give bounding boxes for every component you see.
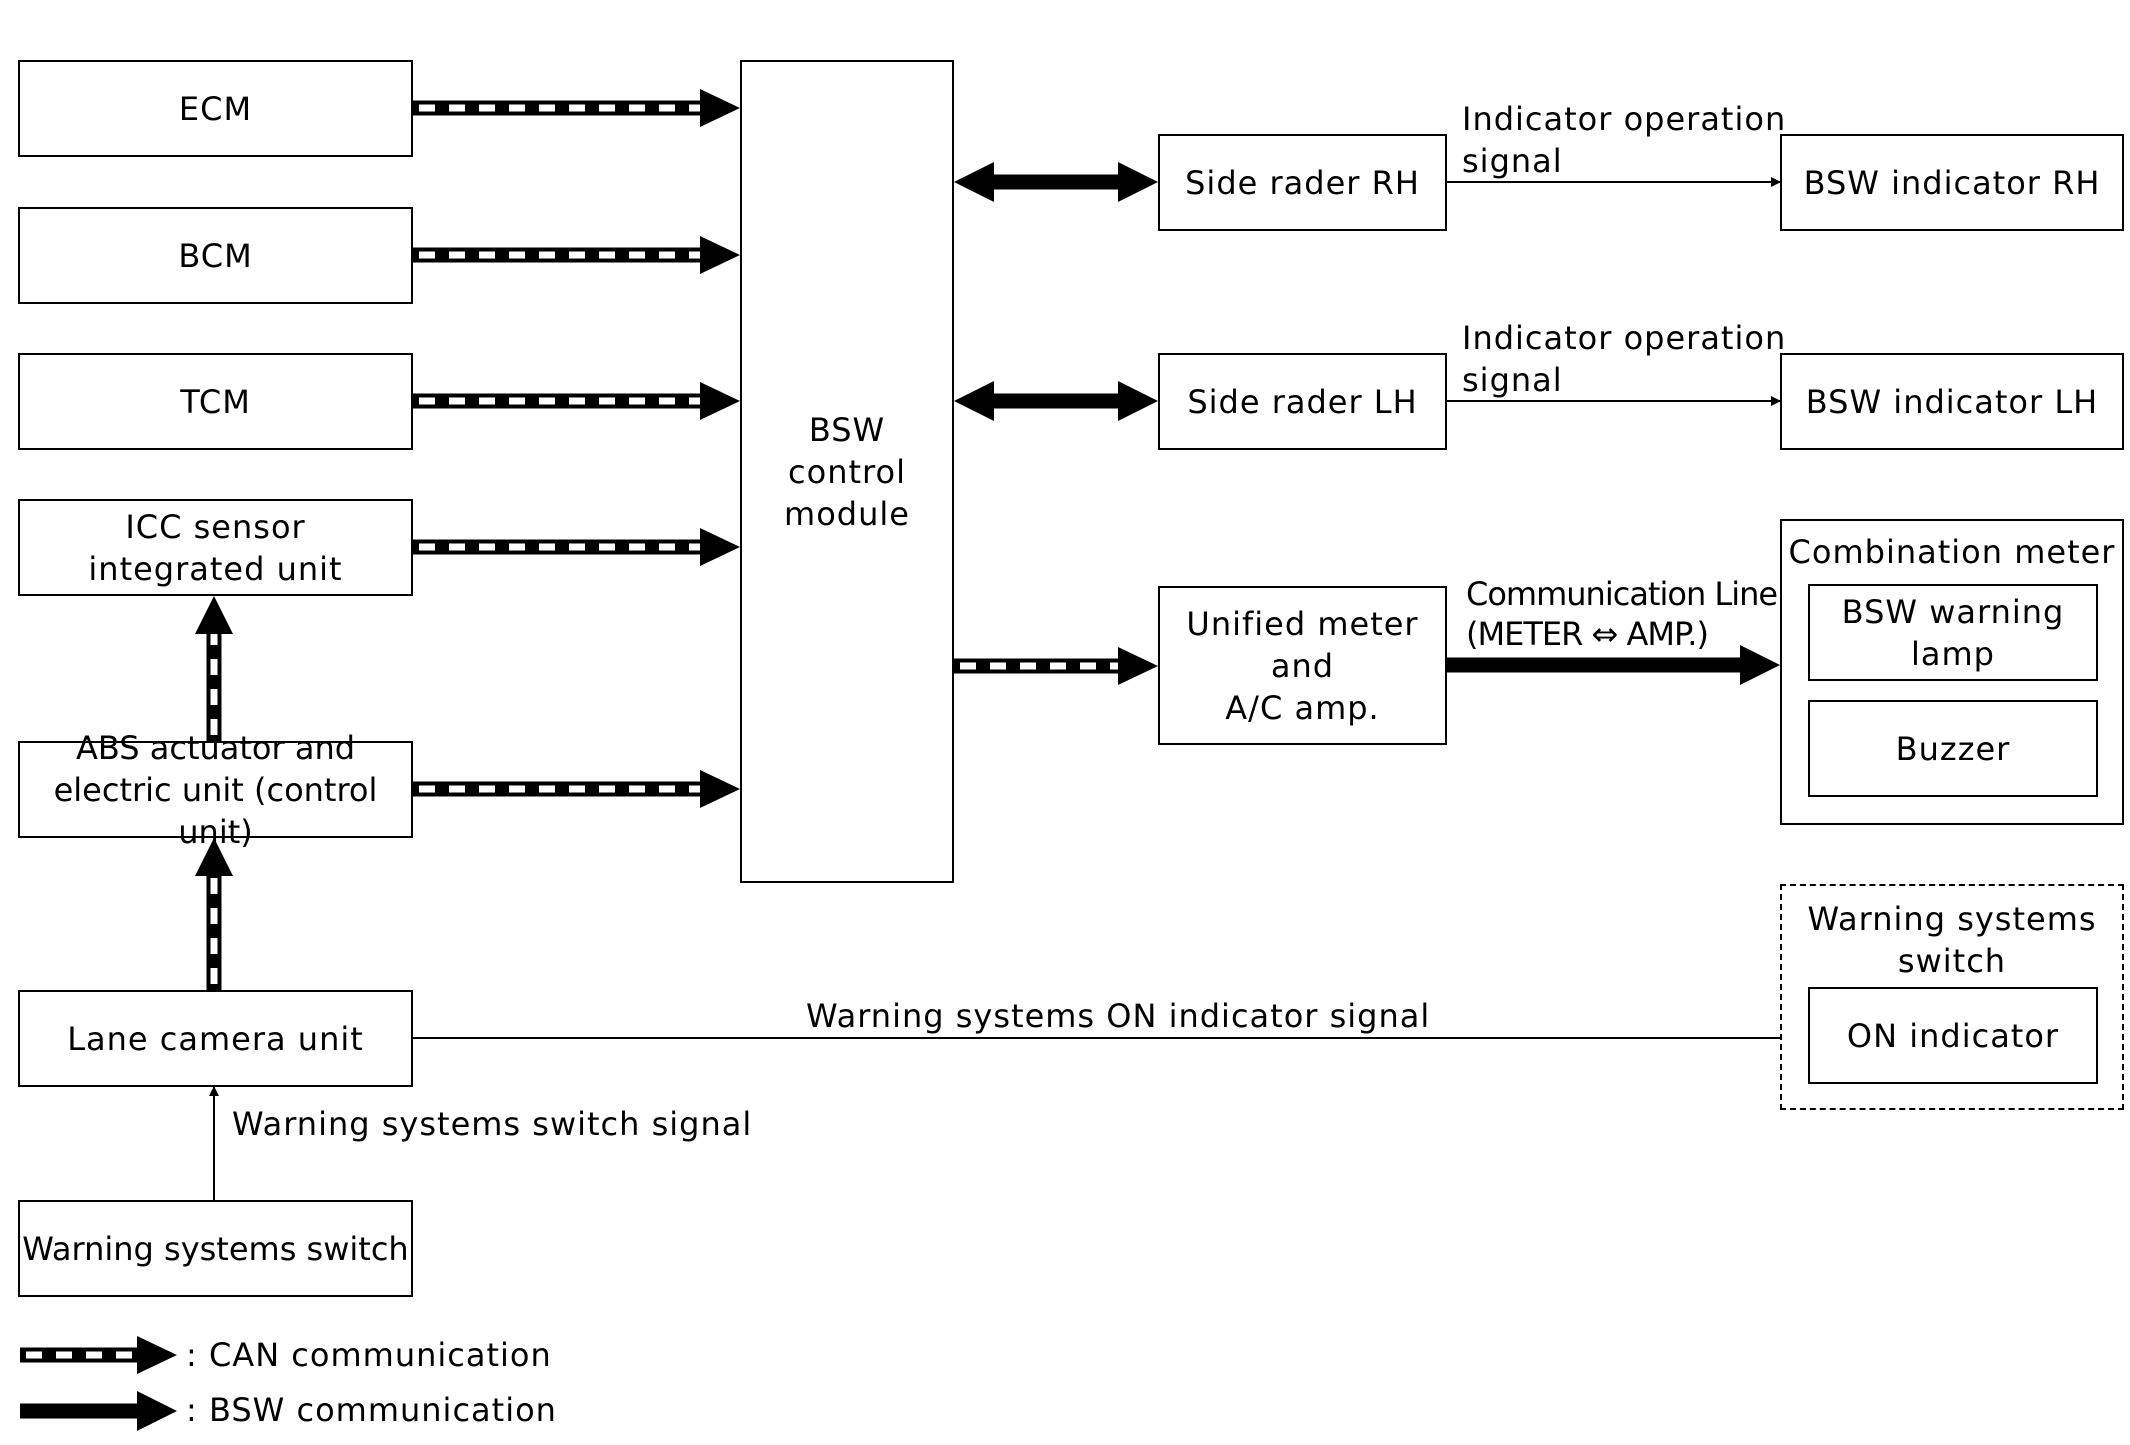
icc-label-line2: integrated unit	[88, 549, 343, 588]
side-radar-lh-block: Side rader LH	[1158, 353, 1447, 450]
indicator-lh-signal-label: Indicator operation signal	[1462, 319, 1787, 399]
can-arrow-unified-meter	[954, 647, 1158, 685]
side-radar-rh-label: Side rader RH	[1185, 163, 1420, 202]
abs-actuator-block: ABS actuator and electric unit (control …	[18, 729, 413, 851]
side-radar-rh-block: Side rader RH	[1158, 134, 1447, 231]
legend-bsw-label: : BSW communication	[186, 1391, 557, 1429]
warning-lamp-line1: BSW warning	[1841, 592, 2065, 631]
can-arrow-lane-to-abs	[195, 838, 233, 990]
on-indicator-block: ON indicator	[1808, 987, 2098, 1084]
icc-label-line1: ICC sensor	[125, 507, 306, 546]
unified-meter-line3: A/C amp.	[1225, 688, 1380, 727]
can-arrow-ecm	[413, 89, 740, 127]
unified-meter-line1: Unified meter	[1186, 604, 1419, 643]
can-arrow-abs	[413, 770, 740, 808]
communication-line-arrow	[1447, 645, 1780, 685]
legend-can-label: : CAN communication	[186, 1336, 552, 1374]
warning-switch-label: Warning systems switch	[22, 1229, 409, 1268]
ecm-label: ECM	[178, 89, 253, 128]
warning-systems-switch-block: Warning systems switch	[18, 1200, 413, 1297]
ecm-block: ECM	[18, 60, 413, 157]
unified-meter-line2: and	[1270, 646, 1335, 685]
abs-label-line2: electric unit (control unit)	[53, 770, 378, 851]
can-arrow-tcm	[413, 382, 740, 420]
unified-meter-block: Unified meter and A/C amp.	[1158, 586, 1447, 745]
bcm-block: BCM	[18, 207, 413, 304]
abs-label-line1: ABS actuator and	[75, 728, 356, 767]
can-arrow-abs-to-icc	[195, 596, 233, 741]
tcm-label: TCM	[180, 382, 251, 421]
indicator-rh-signal-label: Indicator operation signal	[1462, 100, 1787, 180]
bcm-label: BCM	[178, 236, 253, 275]
bsw-control-module: BSW control module	[740, 60, 954, 883]
bsw-arrow-side-radar-rh	[954, 162, 1158, 202]
bsw-module-line2: control	[788, 452, 906, 491]
bsw-indicator-rh-label: BSW indicator RH	[1803, 163, 2101, 202]
bsw-warning-lamp-block: BSW warning lamp	[1808, 584, 2098, 681]
bsw-arrow-side-radar-lh	[954, 381, 1158, 421]
on-indicator-signal-label: Warning systems ON indicator signal	[806, 997, 1431, 1035]
tcm-block: TCM	[18, 353, 413, 450]
buzzer-label: Buzzer	[1895, 729, 2011, 768]
bsw-module-line1: BSW	[808, 410, 886, 449]
bsw-indicator-rh-block: BSW indicator RH	[1780, 134, 2124, 231]
combination-meter-title: Combination meter	[1788, 533, 2116, 571]
can-arrow-bcm	[413, 236, 740, 274]
bsw-indicator-lh-label: BSW indicator LH	[1805, 382, 2099, 421]
lane-camera-label: Lane camera unit	[67, 1019, 364, 1058]
bsw-module-line3: module	[784, 494, 910, 533]
can-arrow-icc	[413, 528, 740, 566]
switch-signal-label: Warning systems switch signal	[232, 1105, 753, 1143]
warning-switch-group-title: Warning systems switch	[1807, 900, 2097, 980]
on-indicator-label: ON indicator	[1846, 1016, 2060, 1055]
icc-sensor-block: ICC sensor integrated unit	[18, 499, 413, 596]
legend-bsw-sample	[20, 1391, 177, 1431]
combination-meter-group: Combination meter BSW warning lamp Buzze…	[1780, 519, 2124, 825]
legend-can-sample	[20, 1336, 177, 1374]
bsw-indicator-lh-block: BSW indicator LH	[1780, 353, 2124, 450]
lane-camera-block: Lane camera unit	[18, 990, 413, 1087]
communication-line-label: Communication Line (METER ⇔ AMP.)	[1466, 575, 1778, 653]
warning-switch-group: Warning systems switch ON indicator	[1780, 884, 2124, 1110]
buzzer-block: Buzzer	[1808, 700, 2098, 797]
warning-lamp-line2: lamp	[1911, 634, 1995, 673]
side-radar-lh-label: Side rader LH	[1187, 382, 1418, 421]
